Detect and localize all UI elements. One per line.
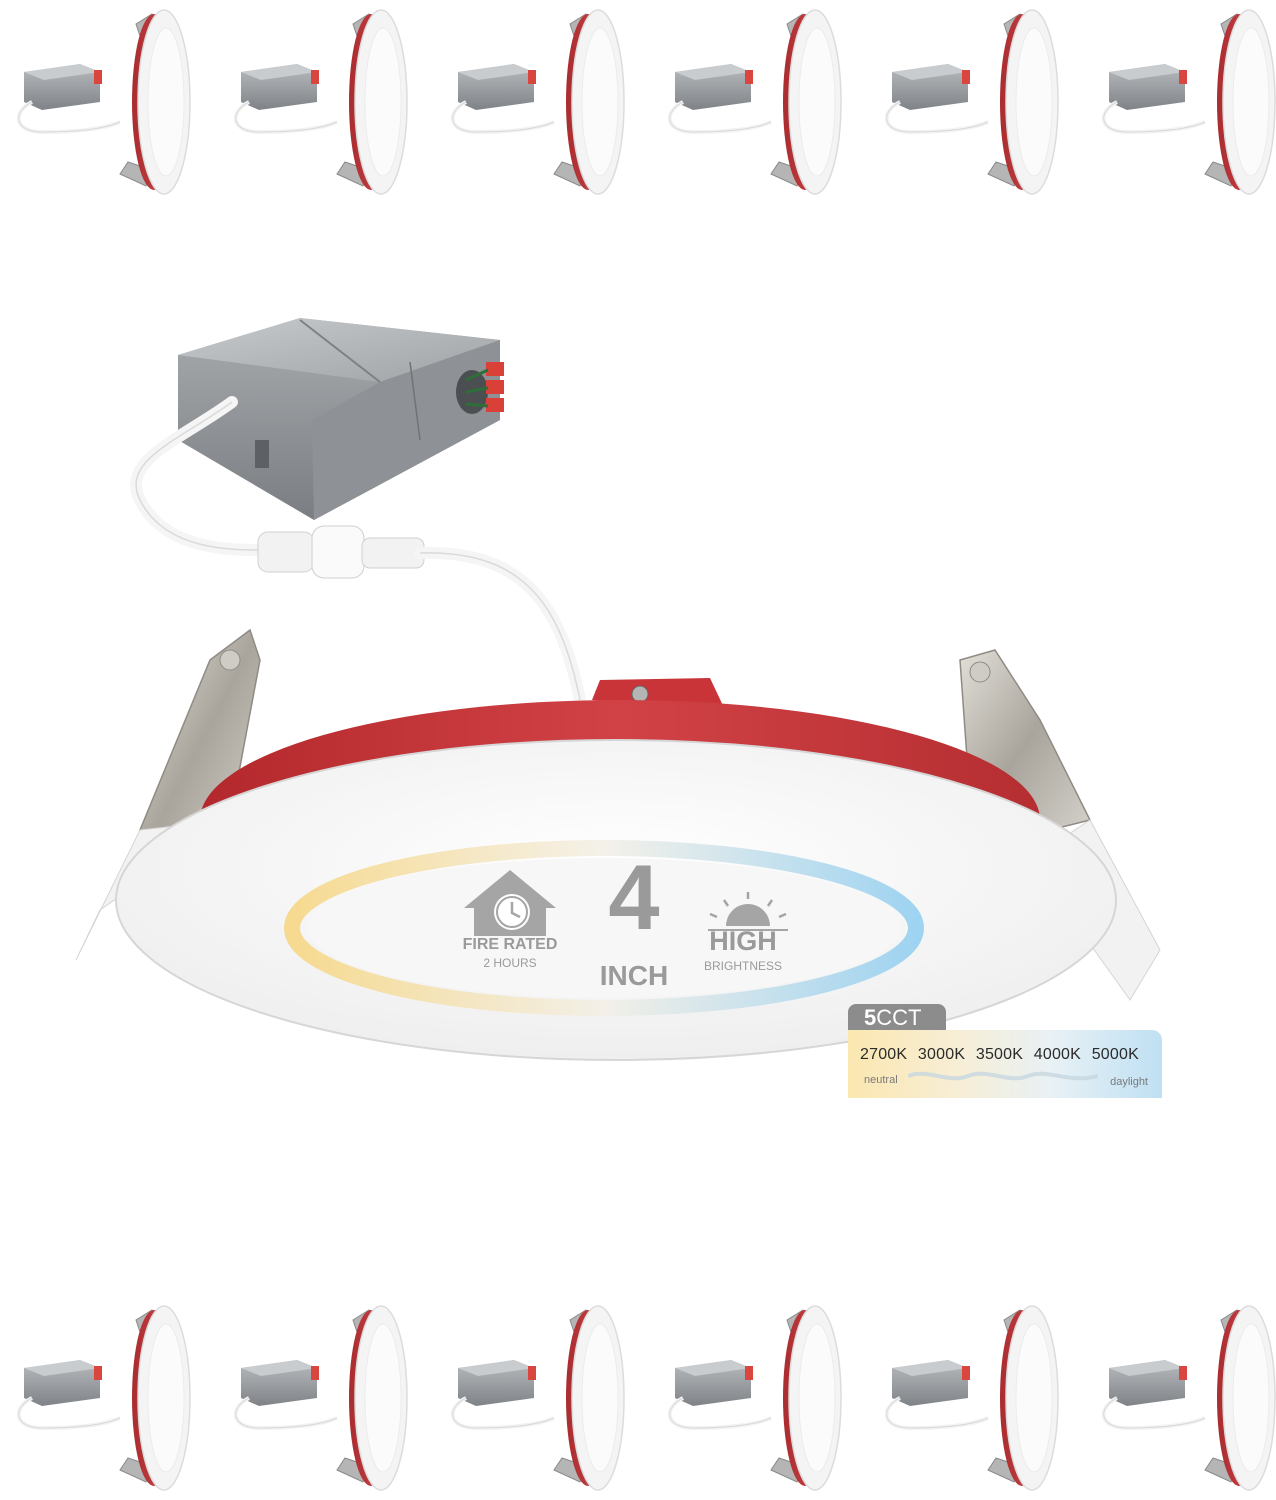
house-clock-icon: [464, 870, 556, 936]
cct-left-label: neutral: [864, 1074, 898, 1086]
bottom-thumbnail-row: [0, 1298, 1276, 1498]
size-number: 4: [608, 847, 660, 949]
fire-rated-sub: 2 HOURS: [483, 956, 537, 970]
product-thumbnail: [1087, 1298, 1276, 1498]
brightness-label: HIGH: [709, 926, 777, 956]
product-thumbnail: [2, 2, 202, 202]
product-thumbnail: [2, 1298, 202, 1498]
brightness-sub: BRIGHTNESS: [703, 959, 782, 973]
cct-value: 2700K: [860, 1046, 908, 1063]
product-thumbnail: [219, 2, 419, 202]
cct-count-label: CCT: [876, 1005, 922, 1030]
product-thumbnail: [436, 2, 636, 202]
cct-wave: [908, 1071, 1098, 1081]
product-thumbnail: [1087, 2, 1276, 202]
product-thumbnail: [436, 1298, 636, 1498]
product-thumbnail: [870, 1298, 1070, 1498]
product-thumbnail: [653, 1298, 853, 1498]
cct-gradient-band: 2700K 3000K 3500K 4000K 5000K neutral da…: [848, 1030, 1162, 1098]
product-thumbnail: [653, 2, 853, 202]
sunrise-icon: [708, 892, 788, 931]
fire-rated-label: FIRE RATED: [462, 936, 558, 953]
cct-right-label: daylight: [1110, 1076, 1148, 1088]
cct-count-digit: 5: [864, 1005, 877, 1030]
cct-tab: 5CCT: [848, 1004, 946, 1032]
cct-value: 3000K: [917, 1046, 966, 1063]
main-product-image: [75, 318, 1161, 1061]
cct-values: 2700K 3000K 3500K 4000K 5000K: [860, 1046, 1145, 1064]
top-thumbnail-row: [0, 2, 1276, 202]
cct-value: 5000K: [1091, 1046, 1139, 1063]
product-thumbnail: [870, 2, 1070, 202]
cct-value: 4000K: [1033, 1046, 1082, 1063]
cct-value: 3500K: [975, 1046, 1024, 1063]
product-thumbnail: [219, 1298, 419, 1498]
cct-card: 5CCT 2700K 3000K 3500K 4000K 5000K neutr…: [848, 1004, 1162, 1098]
size-unit: INCH: [599, 960, 669, 991]
